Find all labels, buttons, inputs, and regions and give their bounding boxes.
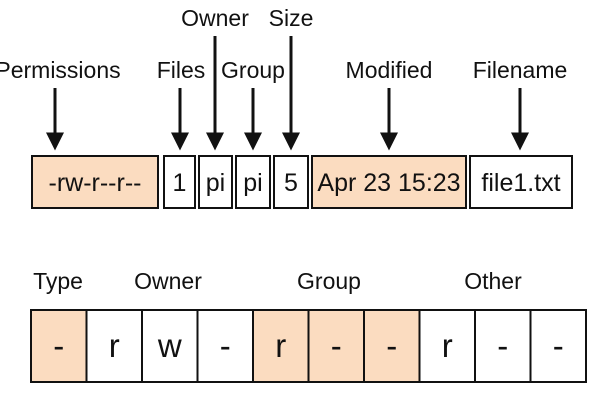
permission-cell-char: r: [275, 327, 286, 364]
field-owner-value: pi: [206, 169, 225, 197]
permission-cell: -: [529, 309, 587, 383]
permission-cell-box: [85, 309, 143, 383]
permission-cell-box: [363, 309, 421, 383]
label-filename: Filename: [473, 57, 568, 83]
permission-cell-char: w: [157, 327, 182, 364]
top-field-group: pi: [235, 155, 271, 209]
permission-cell: -: [307, 309, 365, 383]
label-permissions: Permissions: [0, 57, 121, 83]
label-group: Group: [221, 57, 285, 83]
top-field-modified: Apr 23 15:23: [311, 155, 467, 209]
permission-cell: r: [85, 309, 143, 383]
top-field-filename: file1.txt: [469, 155, 573, 209]
permission-cell-char: -: [553, 327, 564, 364]
label-perm-other: Other: [464, 268, 522, 294]
permission-cell-char: r: [442, 327, 453, 364]
permission-cell-char: -: [386, 327, 397, 364]
permission-cell-box: [307, 309, 365, 383]
permission-cell: -: [363, 309, 421, 383]
field-group-value: pi: [243, 169, 262, 197]
permission-cell: -: [474, 309, 532, 383]
top-field-permissions: -rw-r--r--: [31, 155, 159, 209]
permission-cell-char: r: [109, 327, 120, 364]
field-files-value: 1: [173, 169, 187, 197]
top-field-size: 5: [273, 155, 309, 209]
permission-cell-char: -: [220, 327, 231, 364]
permission-cell: -: [196, 309, 254, 383]
permission-cell-box: [196, 309, 254, 383]
label-type: Type: [33, 268, 83, 294]
field-size-value: 5: [284, 169, 298, 197]
permission-cell: r: [418, 309, 476, 383]
label-size: Size: [269, 5, 314, 31]
permission-cell-char: -: [53, 327, 64, 364]
permission-cell: r: [252, 309, 310, 383]
top-field-files: 1: [163, 155, 196, 209]
field-filename-value: file1.txt: [481, 169, 560, 197]
permission-cell-char: -: [331, 327, 342, 364]
permission-cell-char: -: [497, 327, 508, 364]
label-modified: Modified: [346, 57, 433, 83]
label-perm-owner: Owner: [134, 268, 202, 294]
permission-cell: w: [141, 309, 199, 383]
permission-cell-box: [474, 309, 532, 383]
label-perm-group: Group: [297, 268, 361, 294]
field-modified-value: Apr 23 15:23: [317, 169, 460, 197]
permission-cell: -: [30, 309, 88, 383]
field-permissions-value: -rw-r--r--: [49, 169, 142, 197]
label-owner: Owner: [181, 5, 249, 31]
label-files: Files: [157, 57, 206, 83]
permission-cell-box: [529, 309, 587, 383]
top-field-owner: pi: [198, 155, 233, 209]
